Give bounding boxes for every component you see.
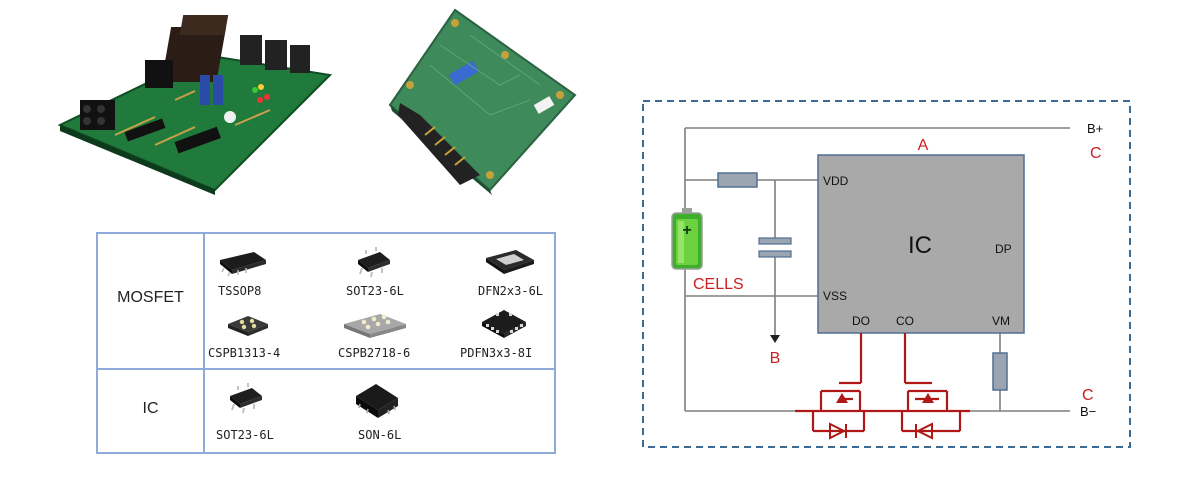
package-label: CSPB2718-6 xyxy=(338,346,411,360)
pdfn-chip-icon xyxy=(482,310,526,338)
package-label: SOT23-6L xyxy=(216,428,274,442)
sot23-ic-chip-icon xyxy=(230,383,262,414)
pin-vss: VSS xyxy=(823,289,847,303)
cspb1313-chip-icon xyxy=(228,316,268,336)
protection-schematic: + IC VDD VSS DP DO CO VM A B C C CELLS xyxy=(642,100,1131,448)
resistor-top xyxy=(717,172,758,188)
hdd-board-photo xyxy=(380,5,590,195)
body-diode-right xyxy=(915,422,933,440)
package-cspb2718-6: CSPB2718-6 xyxy=(330,306,440,366)
pcb-board-photo xyxy=(55,5,345,195)
battery-icon: + xyxy=(671,208,703,270)
package-label: TSSOP8 xyxy=(218,284,262,298)
package-sot23-6l-mosfet: SOT23-6L xyxy=(330,242,440,302)
package-sot23-6l-ic: SOT23-6L xyxy=(204,376,314,446)
resistor-vm xyxy=(992,352,1008,391)
package-label: CSPB1313-4 xyxy=(208,346,281,360)
mosfet-pair xyxy=(795,333,970,433)
package-son-6l: SON-6L xyxy=(330,376,440,446)
cspb2718-chip-icon xyxy=(344,314,406,338)
terminal-b-plus: B+ xyxy=(1087,121,1103,136)
label-b: B xyxy=(770,350,781,367)
terminal-b-minus: B− xyxy=(1080,404,1096,419)
package-pdfn3x3-8i: PDFN3x3-8I xyxy=(448,302,558,366)
battery-plus-sign: + xyxy=(682,222,691,239)
pin-do: DO xyxy=(852,314,870,328)
label-c-top: C xyxy=(1090,145,1102,162)
tssop8-chip-icon xyxy=(220,252,266,277)
package-dfn2x3-6l: DFN2x3-6L xyxy=(448,242,558,302)
table-row-divider xyxy=(98,368,554,370)
pin-vdd: VDD xyxy=(823,174,849,188)
dfn-chip-icon xyxy=(486,250,534,274)
label-a: A xyxy=(918,137,929,154)
sot23-chip-icon xyxy=(358,247,390,278)
package-tssop8: TSSOP8 xyxy=(208,242,318,302)
schematic-frame xyxy=(642,100,1131,448)
mosfet-arrow-left xyxy=(836,393,848,403)
label-c-bottom: C xyxy=(1082,387,1094,404)
package-label: SOT23-6L xyxy=(346,284,404,298)
package-label: SON-6L xyxy=(358,428,402,442)
package-cspb1313-4: CSPB1313-4 xyxy=(204,306,314,366)
package-label: DFN2x3-6L xyxy=(478,284,544,298)
pin-co: CO xyxy=(896,314,914,328)
package-label: PDFN3x3-8I xyxy=(460,346,533,360)
ic-chip-box xyxy=(817,154,1025,334)
pin-dp: DP xyxy=(995,242,1012,256)
label-cells: CELLS xyxy=(693,276,744,293)
row-label-mosfet: MOSFET xyxy=(117,289,184,306)
capacitor-plate-top xyxy=(758,237,792,245)
capacitor-plate-bottom xyxy=(758,250,792,258)
son-chip-icon xyxy=(356,384,398,418)
pin-vm: VM xyxy=(992,314,1010,328)
table-column-divider xyxy=(203,234,205,452)
ground-arrow xyxy=(770,335,780,343)
ic-title: IC xyxy=(908,232,932,259)
package-table: MOSFET IC TSSOP8 SOT23-6L DFN2x3-6L xyxy=(96,232,556,454)
body-diode-left xyxy=(829,422,847,440)
row-label-ic: IC xyxy=(142,400,159,417)
mosfet-arrow-right xyxy=(922,393,934,403)
